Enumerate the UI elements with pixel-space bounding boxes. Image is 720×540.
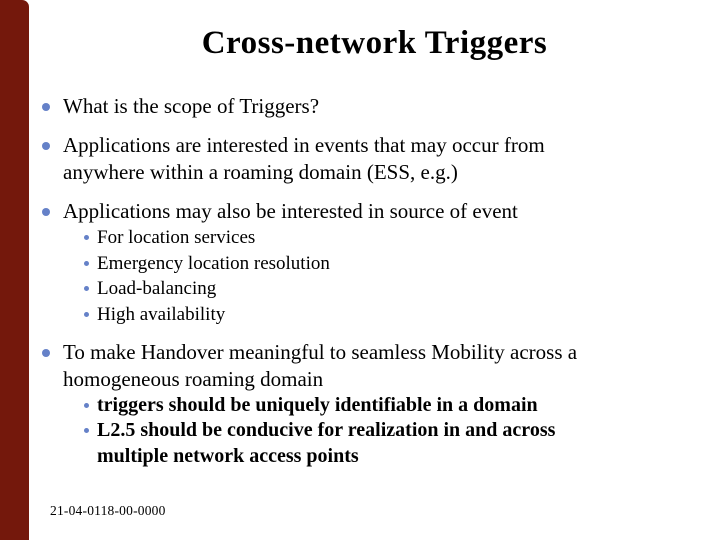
slide-title: Cross-network Triggers [201,25,548,61]
bullet-text: Applications are interested in events th… [63,133,545,184]
sub-bullet-icon [84,403,89,408]
sub-bullet-icon [84,260,89,266]
bullet-icon [42,142,50,150]
sub-bullet-item: triggers should be uniquely identifiable… [84,393,700,418]
bullet-text: Emergency location resolution [97,252,330,274]
sub-bullet-icon [84,428,89,434]
bullet-item: Applications are interested in events th… [42,132,700,186]
left-accent-bar [0,0,29,540]
sub-bullet-icon [84,311,89,317]
bullet-icon [42,103,50,111]
sub-bullet-icon [84,235,89,240]
bullet-icon [42,349,50,357]
bullet-item: Applications may also be interested in s… [42,198,700,225]
bullet-icon [42,208,50,216]
bullet-text: Load-balancing [97,278,217,299]
sub-bullet-item: Load-balancing [84,276,700,302]
bullet-list: What is the scope of Triggers? Applicatio… [42,93,700,469]
bullet-text: What is the scope of Triggers? [63,94,320,118]
bullet-item: To make Handover meaningful to seamless … [42,339,700,393]
sub-bullet-item: Emergency location resolution [84,251,700,277]
bullet-text: High availability [97,303,226,325]
bullet-item: What is the scope of Triggers? [42,93,700,120]
sub-bullet-icon [84,286,89,291]
bullet-text: For location services [97,227,256,248]
bullet-text: To make Handover meaningful to seamless … [63,340,578,391]
sub-bullet-item: L2.5 should be conducive for realization… [84,418,700,469]
bullet-text: L2.5 should be conducive for realization… [97,419,556,467]
bullet-text: triggers should be uniquely identifiable… [97,394,538,416]
document-number: 21-04-0118-00-0000 [50,503,166,518]
sub-bullet-item: High availability [84,302,700,328]
bullet-text: Applications may also be interested in s… [63,199,518,223]
sub-bullet-item: For location services [84,225,700,251]
